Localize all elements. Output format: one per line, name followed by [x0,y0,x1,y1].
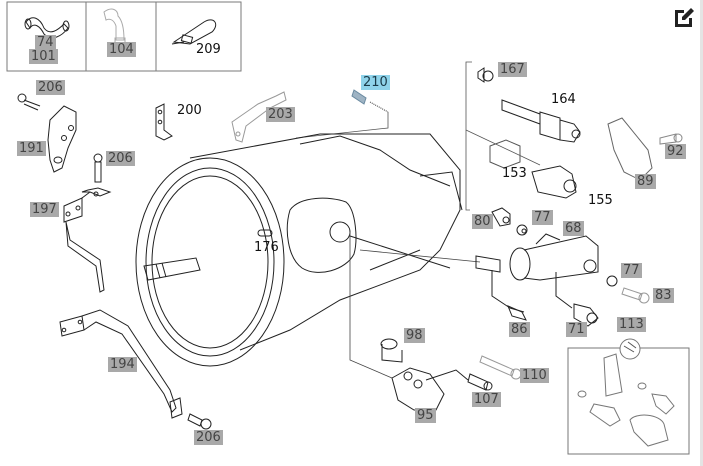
label-206-bottom[interactable]: 206 [194,430,223,445]
bracket-203[interactable] [231,91,287,143]
group-bracket-line [465,61,472,211]
washer-77b[interactable] [606,275,618,287]
elbow-pipe-part[interactable] [103,8,126,44]
bolt-92[interactable] [659,133,683,145]
label-107[interactable]: 107 [472,392,501,407]
label-92[interactable]: 92 [665,144,686,159]
leader-line-master [359,249,481,263]
label-200[interactable]: 200 [177,103,202,118]
label-104[interactable]: 104 [107,42,136,57]
label-74[interactable]: 74 [35,35,56,50]
plug-167[interactable] [477,67,494,83]
bolt-206a[interactable] [17,93,41,111]
strap-194[interactable] [59,309,183,419]
label-68[interactable]: 68 [563,221,584,236]
vertical-scrollbar[interactable] [700,0,703,466]
label-101[interactable]: 101 [29,49,58,64]
fitting-86[interactable] [491,270,527,321]
fitting-98[interactable] [380,338,403,363]
edit-icon [675,8,694,27]
connector-153[interactable] [489,139,521,169]
label-155[interactable]: 155 [588,193,613,208]
label-71[interactable]: 71 [566,322,587,337]
label-86[interactable]: 86 [509,322,530,337]
bracket-191[interactable] [47,105,77,173]
cable-tie-part[interactable] [171,19,217,45]
bolt-83[interactable] [621,287,650,304]
label-153[interactable]: 153 [502,166,527,181]
label-167[interactable]: 167 [498,62,527,77]
bolt-206c[interactable] [187,413,212,430]
label-197[interactable]: 197 [30,202,59,217]
label-194[interactable]: 194 [108,357,137,372]
label-77-right[interactable]: 77 [621,263,642,278]
label-203[interactable]: 203 [266,107,295,122]
top-boxes-frame [6,1,242,72]
label-209[interactable]: 209 [196,42,221,57]
bolt-206b[interactable] [93,153,103,183]
bolt-210[interactable] [351,89,389,113]
label-89[interactable]: 89 [635,174,656,189]
label-206-top[interactable]: 206 [36,80,65,95]
transmission-housing[interactable] [135,133,463,367]
master-cylinder-68[interactable] [475,233,599,281]
leader-line-210 [295,112,389,139]
leader-line-shift [349,232,393,379]
label-83[interactable]: 83 [653,288,674,303]
bolt-107[interactable] [467,373,493,391]
hose-part[interactable] [24,17,70,39]
repair-kit-box[interactable] [567,338,690,455]
leader-line-153 [465,129,541,166]
label-95[interactable]: 95 [415,408,436,423]
cover-89[interactable] [607,117,653,181]
switch-155[interactable] [531,165,577,199]
label-80[interactable]: 80 [472,214,493,229]
fitting-80[interactable] [491,207,511,227]
pin-176[interactable] [257,229,273,237]
label-77-top[interactable]: 77 [532,210,553,225]
washer-77a[interactable] [516,224,528,236]
sensor-164[interactable] [501,99,581,143]
label-113[interactable]: 113 [617,317,646,332]
fitting-71[interactable] [555,272,599,327]
edit-button[interactable] [672,4,698,30]
label-98[interactable]: 98 [404,328,425,343]
label-191[interactable]: 191 [17,141,46,156]
bracket-197[interactable] [63,187,112,293]
label-206-mid[interactable]: 206 [106,151,135,166]
label-110[interactable]: 110 [520,368,549,383]
label-164[interactable]: 164 [551,92,576,107]
label-176[interactable]: 176 [254,240,279,255]
bracket-200[interactable] [155,103,173,141]
bolt-110[interactable] [479,355,522,380]
valve-95[interactable] [391,367,469,411]
label-210[interactable]: 210 [361,75,390,90]
